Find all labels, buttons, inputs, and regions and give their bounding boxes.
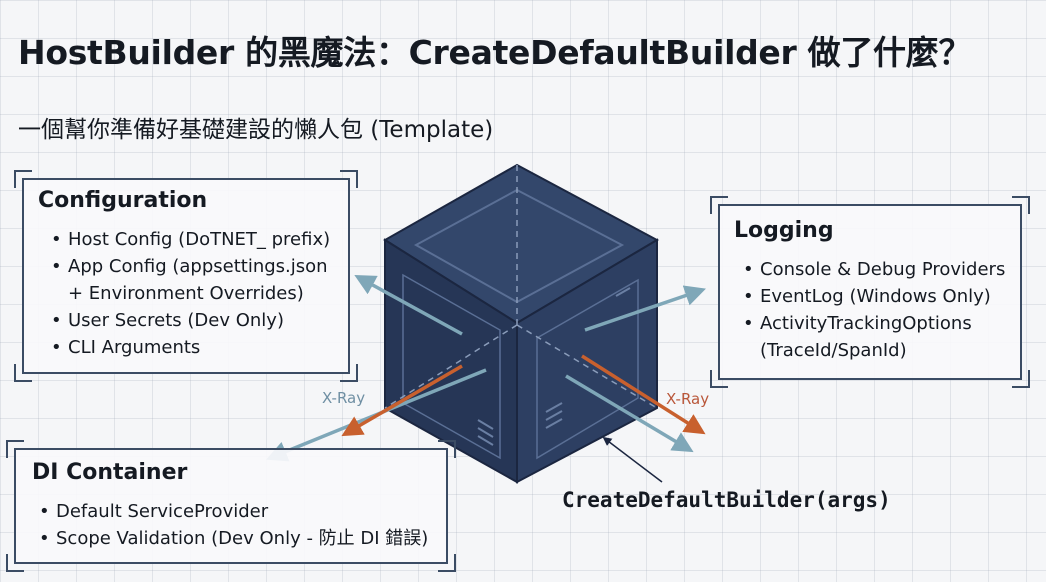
arrow-to-logging [584,285,706,332]
panel-corner [710,370,728,388]
list-item: App Config (appsettings.json [48,253,330,280]
method-label: CreateDefaultBuilder(args) [562,488,891,512]
logging-panel: Logging Console & Debug Providers EventL… [710,196,1030,388]
logging-panel-frame [718,204,1022,380]
configuration-list: Host Config (DoTNET_ prefix) App Config … [48,226,330,361]
arrow-teal-right-lower [565,374,694,453]
panel-corner [710,196,728,214]
list-item: Default ServiceProvider [36,498,428,525]
arrow-method-pointer [602,436,663,483]
cube-right-inset [536,278,639,460]
logging-title: Logging [734,218,834,243]
panel-corner [340,170,358,188]
list-item: User Secrets (Dev Only) [48,307,330,334]
list-item: Host Config (DoTNET_ prefix) [48,226,330,253]
configuration-panel-frame [22,178,350,374]
panel-corner [6,554,24,572]
panel-corner [14,170,32,188]
list-item: Scope Validation (Dev Only - 防止 DI 錯誤) [36,525,428,552]
configuration-title: Configuration [38,188,208,213]
panel-corner [1012,196,1030,214]
list-item: Console & Debug Providers [740,256,1005,283]
di-container-panel-frame [14,448,448,564]
list-item: EventLog (Windows Only) [740,283,1005,310]
logging-list: Console & Debug Providers EventLog (Wind… [740,256,1005,364]
list-item-continuation: (TraceId/SpanId) [760,340,907,361]
xray-label-left: X-Ray [322,389,365,407]
arrow-to-configuration [354,274,463,336]
di-container-title: DI Container [32,460,188,485]
list-item: ActivityTrackingOptions [740,310,1005,337]
list-item: CLI Arguments [48,334,330,361]
panel-corner [6,440,24,458]
list-item-continuation: + Environment Overrides) [68,283,304,304]
di-container-list: Default ServiceProvider Scope Validation… [36,498,428,552]
panel-corner [438,554,456,572]
cube-hidden-edge-right [516,324,658,409]
page-subtitle: 一個幫你準備好基礎建設的懶人包 (Template) [18,117,494,143]
arrow-xray-right [581,354,706,435]
panel-corner [1012,370,1030,388]
di-container-panel: DI Container Default ServiceProvider Sco… [6,440,456,572]
panel-corner [340,364,358,382]
configuration-panel: Configuration Host Config (DoTNET_ prefi… [14,170,358,382]
panel-corner [438,440,456,458]
cube-hidden-edge-left [384,324,518,409]
xray-label-right: X-Ray [666,390,709,408]
arrow-xray-left [341,364,463,437]
panel-corner [14,364,32,382]
cube-left-inset [402,273,501,460]
page-title: HostBuilder 的黑魔法：CreateDefaultBuilder 做了… [18,33,972,72]
cube-face-text-lines [477,287,631,446]
